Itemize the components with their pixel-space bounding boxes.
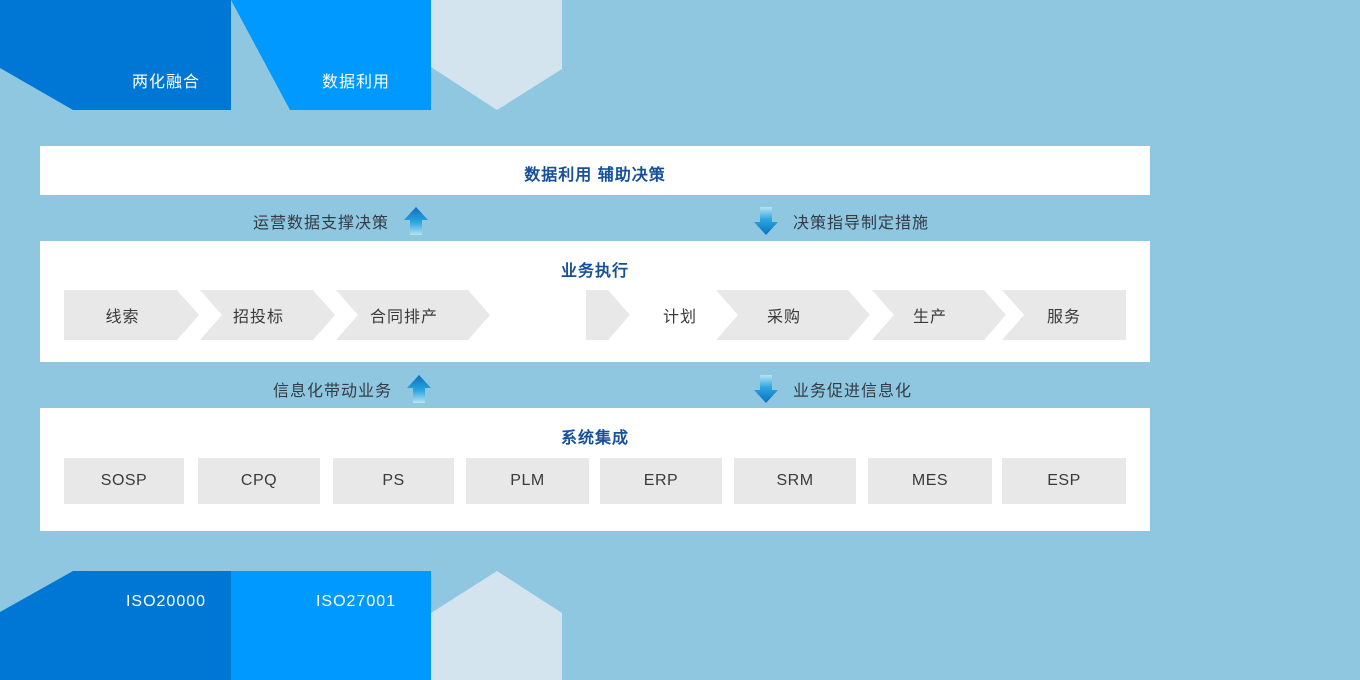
- stage-chevron-zhaotoubiao[interactable]: 招投标: [200, 290, 335, 340]
- top-banner-label-1: 两化融合: [131, 74, 201, 91]
- systems-panel-title: 系统集成: [560, 430, 629, 447]
- stage-cell-jihua[interactable]: 计划: [630, 290, 730, 340]
- arrow-up-icon: [404, 207, 429, 235]
- system-box-label: SOSP: [100, 472, 148, 489]
- system-box-mes[interactable]: MES: [868, 458, 992, 504]
- bottom-banner: ISO20000 ISO27001: [0, 563, 600, 680]
- arrow-down-icon: [754, 207, 778, 235]
- business-stage-pipeline: 线索 招投标 合同排产 计划 采购 生产 服务: [40, 290, 1150, 340]
- systems-panel: 系统集成 SOSP CPQ PS PLM ERP SRM MES: [40, 408, 1150, 531]
- top-banner-shapes: [0, 0, 562, 110]
- arrow-label-right-2: 业务促进信息化: [793, 383, 913, 400]
- system-box-label: PLM: [510, 472, 545, 489]
- bottom-banner-shapes: [0, 571, 562, 680]
- bottom-banner-shape-3: [431, 571, 562, 680]
- arrow-item-left-1: 运营数据支撑决策: [253, 201, 429, 241]
- system-box-ps[interactable]: PS: [333, 458, 454, 504]
- system-box-label: ESP: [1047, 472, 1081, 489]
- stage-chevron-label: 生产: [912, 309, 947, 326]
- system-box-cpq[interactable]: CPQ: [198, 458, 320, 504]
- system-box-sosp[interactable]: SOSP: [64, 458, 184, 504]
- top-banner-shape-2: [231, 0, 479, 110]
- stage-cell-label: 计划: [662, 309, 697, 326]
- arrow-item-right-2: 业务促进信息化: [753, 369, 912, 409]
- top-banner-shape-3: [431, 0, 562, 110]
- system-box-label: PS: [382, 472, 405, 489]
- stage-chevron-label: 招投标: [232, 309, 284, 326]
- system-box-plm[interactable]: PLM: [466, 458, 589, 504]
- decision-panel: 数据利用 辅助决策: [40, 146, 1150, 195]
- system-box-srm[interactable]: SRM: [734, 458, 856, 504]
- bottom-banner-label-1: ISO20000: [125, 593, 207, 610]
- systems-box-row: SOSP CPQ PS PLM ERP SRM MES ESP: [40, 408, 1150, 531]
- stage-chevron-label: 采购: [766, 309, 801, 326]
- bottom-banner-label-2: ISO27001: [315, 593, 397, 610]
- bottom-banner-shape-2: [231, 571, 479, 680]
- arrow-label-left-1: 运营数据支撑决策: [253, 215, 390, 232]
- stage-chevron-caigou[interactable]: 采购: [716, 290, 870, 340]
- bottom-banner-shape-1: [0, 571, 231, 680]
- arrow-label-left-2: 信息化带动业务: [273, 383, 393, 400]
- stage-chevron-label: 合同排产: [369, 309, 438, 326]
- stage-chevron-hetongpaichan[interactable]: 合同排产: [336, 290, 490, 340]
- stage-chevron-xiansuo[interactable]: 线索: [64, 290, 199, 340]
- arrow-row-systems: 信息化带动业务: [0, 369, 1360, 409]
- system-box-label: SRM: [776, 472, 814, 489]
- top-banner-label-2: 数据利用: [321, 74, 391, 91]
- arrow-item-right-1: 决策指导制定措施: [753, 201, 929, 241]
- system-box-label: ERP: [643, 472, 679, 489]
- system-box-erp[interactable]: ERP: [600, 458, 722, 504]
- business-panel: 业务执行 线索 招投标 合同排产 计划 采购 生产: [40, 241, 1150, 362]
- system-box-esp[interactable]: ESP: [1002, 458, 1126, 504]
- decision-panel-title: 数据利用 辅助决策: [524, 167, 666, 184]
- stage-chevron-label: 线索: [105, 309, 140, 326]
- stage-chevron-shengchan[interactable]: 生产: [872, 290, 1006, 340]
- arrow-label-right-1: 决策指导制定措施: [793, 215, 930, 232]
- top-banner-shape-1: [0, 0, 231, 110]
- system-box-label: MES: [911, 472, 949, 489]
- stage-chevron-fuwu[interactable]: 服务: [1002, 290, 1126, 340]
- arrow-item-left-2: 信息化带动业务: [273, 369, 432, 409]
- stage-chevron-standalone: [586, 290, 630, 340]
- top-banner: 两化融合 数据利用: [0, 0, 600, 110]
- business-panel-title: 业务执行: [560, 263, 629, 280]
- system-box-label: CPQ: [240, 472, 278, 489]
- stage-chevron-label: 服务: [1046, 309, 1081, 326]
- arrow-up-icon: [407, 375, 432, 403]
- arrow-row-decision: 运营数据支撑决策: [0, 201, 1360, 241]
- arrow-down-icon: [754, 375, 778, 403]
